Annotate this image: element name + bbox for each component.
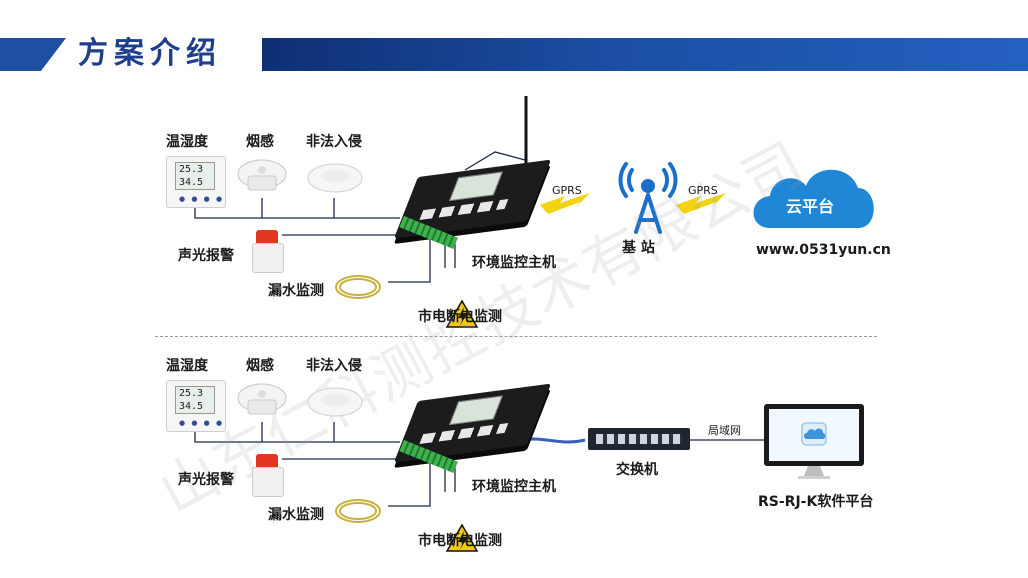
th-humidity: 34.5	[179, 177, 204, 188]
header-bar	[262, 38, 1028, 71]
smoke-detector-icon-top	[237, 159, 287, 191]
label-gprs-2: GPRS	[688, 184, 718, 197]
temp-humidity-sensor-bottom: 25.3 34.5 ● ● ● ●	[166, 380, 226, 432]
label-alarm-top: 声光报警	[178, 248, 234, 264]
th-indicator-dots: ● ● ● ●	[179, 195, 225, 203]
label-url[interactable]: www.0531yun.cn	[756, 242, 891, 258]
ethernet-cable	[521, 437, 586, 444]
cloud-app-icon	[801, 422, 827, 446]
label-power-top: 市电断电监测	[418, 309, 502, 325]
line-leak-top	[388, 230, 431, 283]
th-display: 25.3 34.5	[175, 162, 215, 190]
th-humidity: 34.5	[179, 401, 204, 412]
gprs-bolt-2	[676, 193, 726, 214]
monitor-stand	[798, 466, 830, 479]
monitor-icon	[764, 404, 864, 466]
line-leak-bottom	[388, 454, 431, 507]
label-host-top: 环境监控主机	[472, 255, 556, 271]
label-lan: 局域网	[708, 424, 741, 437]
host-screen	[448, 171, 503, 202]
label-temp-humidity-top: 温湿度	[166, 134, 208, 150]
label-intrusion-top: 非法入侵	[306, 134, 362, 150]
monitor-screen	[769, 409, 859, 461]
intrusion-sensor-icon-top	[307, 163, 363, 193]
th-display: 25.3 34.5	[175, 386, 215, 414]
smoke-detector-icon-bottom	[237, 383, 287, 415]
line-th-top	[194, 208, 400, 219]
network-switch-icon	[588, 428, 690, 450]
th-temp: 25.3	[179, 164, 204, 175]
label-smoke-top: 烟感	[246, 134, 274, 150]
host-keys	[419, 423, 509, 445]
base-station-icon	[618, 162, 678, 234]
th-indicator-dots: ● ● ● ●	[179, 419, 225, 427]
label-software-platform: RS-RJ-K软件平台	[758, 494, 874, 510]
sound-light-alarm-icon-bottom	[252, 454, 284, 497]
label-base-station: 基 站	[622, 240, 655, 256]
label-power-bottom: 市电断电监测	[418, 533, 502, 549]
page-title: 方案介绍	[78, 36, 222, 71]
switch-ports	[596, 434, 682, 444]
label-switch: 交换机	[616, 462, 658, 478]
label-gprs-1: GPRS	[552, 184, 582, 197]
intrusion-sensor-icon-bottom	[307, 387, 363, 417]
section-divider	[155, 336, 877, 337]
label-temp-humidity-bottom: 温湿度	[166, 358, 208, 374]
label-host-bottom: 环境监控主机	[472, 479, 556, 495]
leak-coil-bottom	[335, 499, 381, 523]
label-leak-bottom: 漏水监测	[268, 507, 324, 523]
line-th-bottom	[194, 430, 400, 443]
label-alarm-bottom: 声光报警	[178, 472, 234, 488]
gprs-bolt-1	[540, 193, 590, 214]
antenna-cable	[464, 151, 526, 171]
leak-coil-top	[335, 275, 381, 299]
label-leak-top: 漏水监测	[268, 283, 324, 299]
temp-humidity-sensor-top: 25.3 34.5 ● ● ● ●	[166, 156, 226, 208]
host-keys	[419, 199, 509, 221]
cloud-icon	[753, 169, 874, 228]
sound-light-alarm-icon-top	[252, 230, 284, 273]
host-screen	[448, 395, 503, 426]
label-cloud-platform: 云平台	[786, 197, 835, 216]
label-smoke-bottom: 烟感	[246, 358, 274, 374]
th-temp: 25.3	[179, 388, 204, 399]
label-intrusion-bottom: 非法入侵	[306, 358, 362, 374]
